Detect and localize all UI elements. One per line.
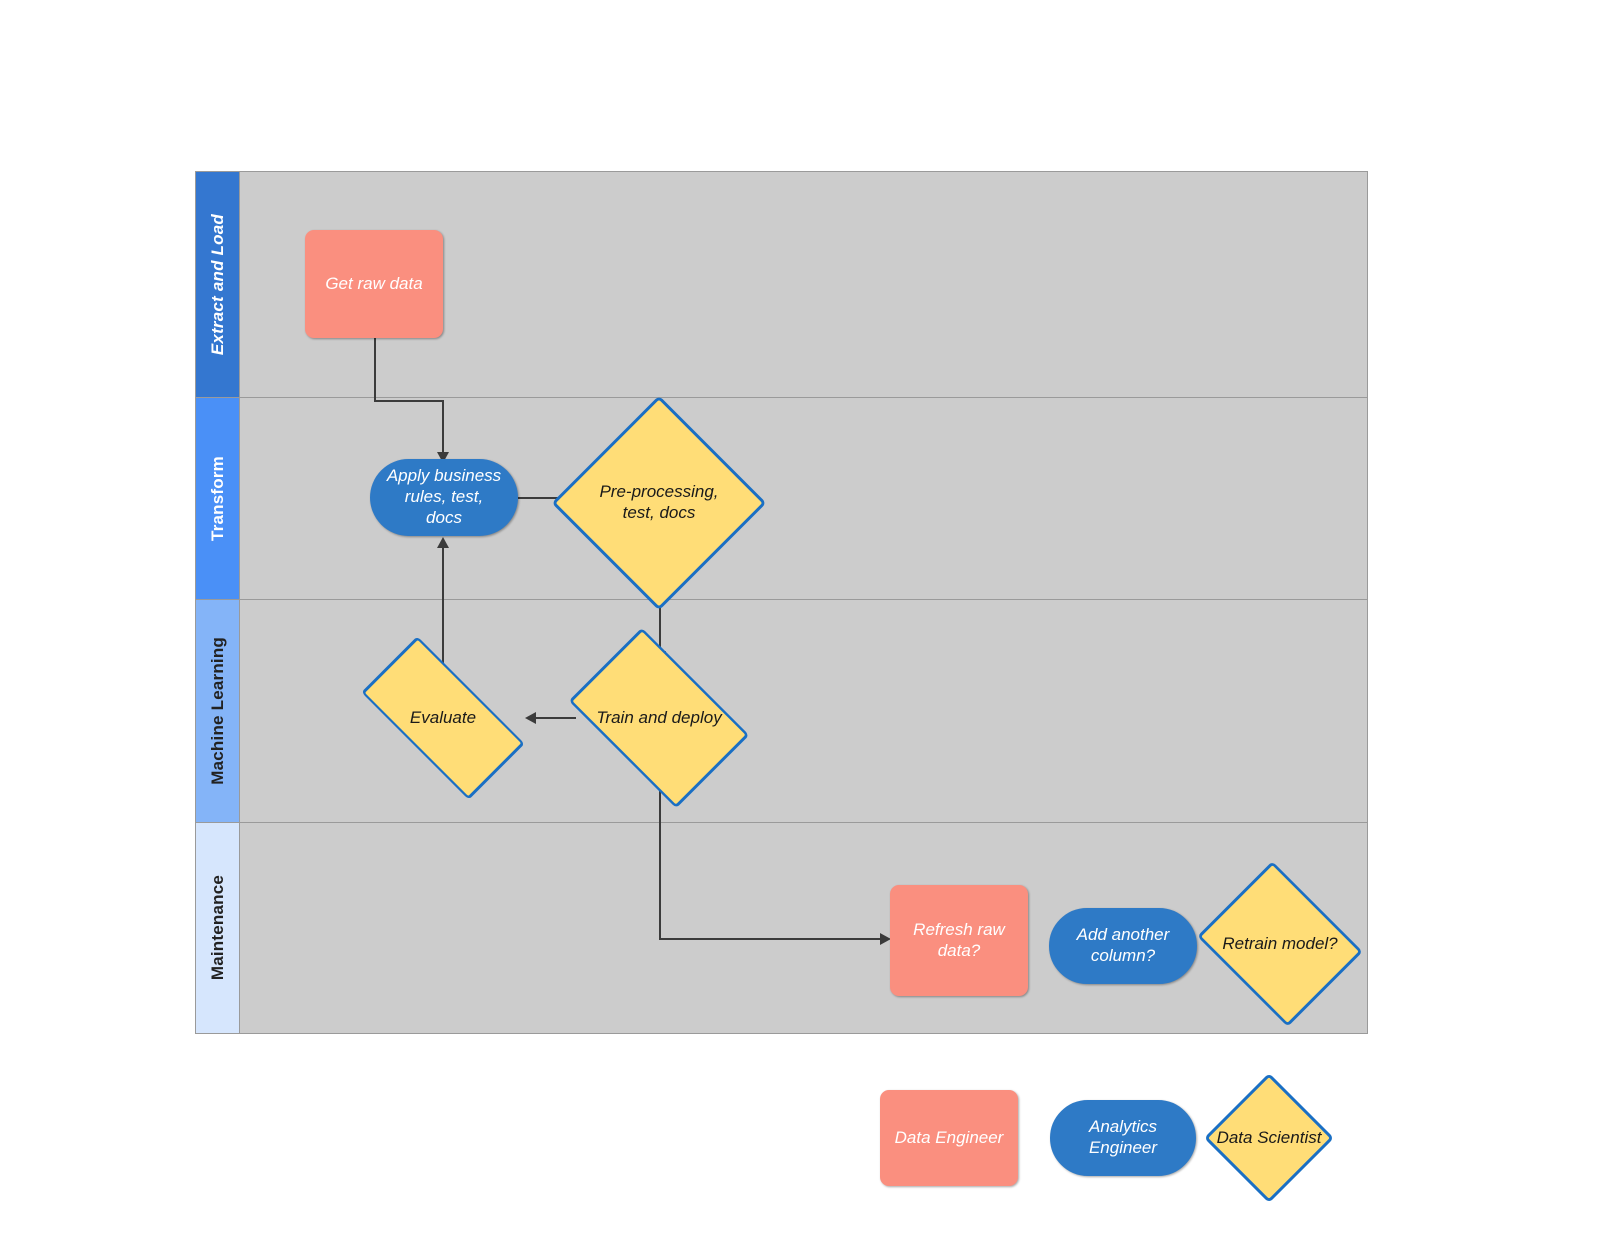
lane-label-machine-learning: Machine Learning xyxy=(207,637,227,785)
node-get-raw-data[interactable]: Get raw data xyxy=(305,230,443,338)
node-label-evaluate: Evaluate xyxy=(409,707,477,727)
node-evaluate[interactable]: Evaluate xyxy=(361,636,525,800)
lane-transform: Transform xyxy=(196,398,1367,600)
connector-train-to-refresh xyxy=(659,938,884,940)
arrowhead-into-apply-rules xyxy=(437,452,449,463)
lane-label-extract-and-load: Extract and Load xyxy=(207,213,227,356)
legend-label-analytics-engineer: Analytics Engineer xyxy=(1088,1117,1158,1157)
node-train-and-deploy[interactable]: Train and deploy xyxy=(568,627,750,809)
lane-label-transform: Transform xyxy=(207,456,227,541)
node-pre-processing[interactable]: Pre-processing, test, docs xyxy=(551,395,767,611)
node-add-another-column[interactable]: Add another column? xyxy=(1049,908,1197,984)
lane-header-maintenance: Maintenance xyxy=(196,823,240,1033)
legend-label-data-scientist: Data Scientist xyxy=(1216,1127,1322,1147)
connector-into-train xyxy=(659,613,661,655)
lane-header-extract-and-load: Extract and Load xyxy=(196,172,240,397)
lane-machine-learning: Machine Learning xyxy=(196,600,1367,823)
connector-getrawdata-down xyxy=(374,338,376,402)
lane-header-transform: Transform xyxy=(196,398,240,599)
connector-evaluate-up xyxy=(442,548,444,670)
lane-label-maintenance: Maintenance xyxy=(207,875,227,981)
connector-getrawdata-right xyxy=(374,400,444,402)
arrowhead-into-refresh-raw-data xyxy=(880,933,891,945)
arrowhead-into-evaluate xyxy=(525,712,536,724)
legend-label-data-engineer: Data Engineer xyxy=(894,1127,1004,1147)
lane-extract-and-load: Extract and Load xyxy=(196,172,1367,398)
node-label-get-raw-data: Get raw data xyxy=(325,273,423,293)
node-retrain-model[interactable]: Retrain model? xyxy=(1197,861,1363,1027)
legend-item-analytics-engineer: Analytics Engineer xyxy=(1050,1100,1196,1176)
connector-getrawdata-toapply xyxy=(442,400,444,456)
node-label-add-another-column: Add another column? xyxy=(1076,925,1170,965)
lane-header-machine-learning: Machine Learning xyxy=(196,600,240,822)
connector-apply-to-preprocessing xyxy=(518,497,580,499)
lane-maintenance: Maintenance xyxy=(196,823,1367,1033)
node-refresh-raw-data[interactable]: Refresh raw data? xyxy=(890,885,1028,996)
connector-train-down xyxy=(659,781,661,940)
node-label-refresh-raw-data: Refresh raw data? xyxy=(913,919,1005,960)
node-label-retrain-model: Retrain model? xyxy=(1222,933,1338,953)
legend-item-data-scientist: Data Scientist xyxy=(1203,1072,1335,1204)
legend: Data Engineer Analytics Engineer Data Sc… xyxy=(880,1072,1380,1204)
node-label-train-and-deploy: Train and deploy xyxy=(596,707,722,727)
node-label-pre-processing: Pre-processing, test, docs xyxy=(599,482,719,522)
node-label-apply-business-rules: Apply business rules, test, docs xyxy=(386,466,502,527)
arrowhead-into-apply-rules-bottom xyxy=(437,537,449,548)
legend-item-data-engineer: Data Engineer xyxy=(880,1090,1018,1186)
node-apply-business-rules[interactable]: Apply business rules, test, docs xyxy=(370,459,518,536)
connector-train-to-evaluate xyxy=(528,717,576,719)
